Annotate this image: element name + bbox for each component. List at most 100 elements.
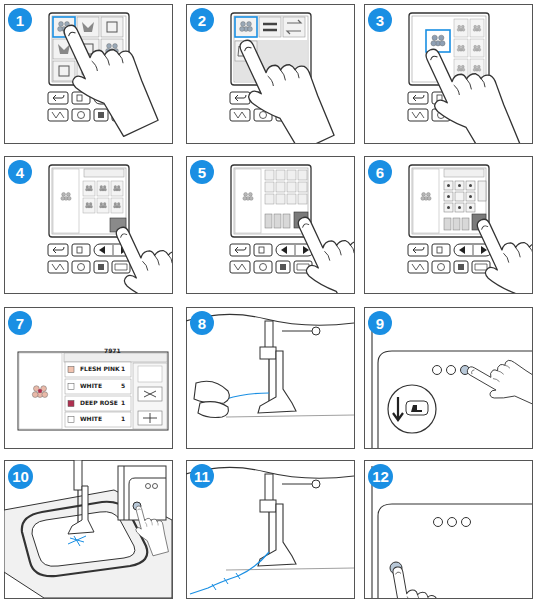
fingernail <box>68 31 76 36</box>
pointing-hand <box>462 344 532 419</box>
tension-key <box>138 411 162 425</box>
needle-plate <box>226 568 354 570</box>
petal <box>118 205 121 208</box>
pattern-thumbnail <box>243 192 253 200</box>
petal <box>474 45 477 48</box>
petal <box>248 27 253 32</box>
preview-area <box>413 169 439 233</box>
petal <box>244 192 248 196</box>
down-arrow <box>393 397 403 420</box>
embroidery-glyph <box>438 264 445 271</box>
fingertip <box>198 402 228 418</box>
stitch-key <box>48 261 68 273</box>
back-arrow <box>235 247 246 253</box>
needle-clamp <box>260 347 276 359</box>
petal <box>67 196 71 200</box>
petal <box>462 28 465 31</box>
file-glyph <box>280 264 286 270</box>
arrow-dot <box>458 184 461 187</box>
panel-art <box>226 13 338 143</box>
petal <box>240 27 245 32</box>
hand-outline <box>412 31 524 143</box>
stitch-glyph <box>52 112 64 118</box>
step-number: 2 <box>198 13 206 28</box>
fingernail <box>395 572 401 575</box>
petal <box>32 392 38 398</box>
fingernail <box>137 508 140 510</box>
knuckle-line <box>145 519 158 528</box>
pointing-hand <box>412 31 524 143</box>
edit-key <box>265 214 272 228</box>
mini-preview <box>138 366 162 382</box>
tension-glyph <box>143 413 157 423</box>
help-key <box>112 261 130 273</box>
petal <box>113 188 116 191</box>
stitch-key <box>408 261 428 273</box>
step-number: 10 <box>12 469 29 484</box>
lcd-inner <box>412 168 486 234</box>
presser-foot <box>68 486 94 534</box>
thread-guide-bar <box>282 484 312 485</box>
stitches <box>68 536 86 546</box>
thread-guide-screw <box>312 327 320 335</box>
needle-plate <box>226 415 354 417</box>
stitch-glyph <box>234 112 246 118</box>
side-key <box>478 181 486 201</box>
lcd-inner <box>412 16 486 82</box>
thread <box>226 393 269 399</box>
pattern-thumbnail <box>32 386 47 398</box>
stitch-key <box>230 261 250 273</box>
petal <box>474 25 477 28</box>
petal <box>421 196 425 200</box>
panel-art <box>4 460 172 598</box>
petal <box>104 188 107 191</box>
file-glyph <box>98 264 104 270</box>
step-badge: 12 <box>368 464 393 489</box>
fingernail <box>481 225 488 230</box>
petal <box>474 65 477 68</box>
back-arrow <box>235 95 246 101</box>
edit-key <box>287 170 296 180</box>
pattern-cell <box>454 39 468 57</box>
embroidery-glyph <box>260 112 267 119</box>
fingernail <box>302 223 309 228</box>
knuckle-line <box>142 250 172 274</box>
thread-list-text: WHITE <box>80 383 102 389</box>
petal <box>85 188 88 191</box>
knuckle-line <box>407 593 430 598</box>
magnifier <box>388 385 436 433</box>
needle <box>268 359 269 401</box>
step-badge: 2 <box>190 8 214 32</box>
petal <box>89 186 92 189</box>
pattern-cell <box>97 181 109 196</box>
thread <box>190 552 269 594</box>
step-number: 4 <box>16 165 24 180</box>
petal <box>458 65 461 68</box>
petal <box>241 22 246 27</box>
lcd-inner <box>52 168 126 234</box>
petal <box>477 45 480 48</box>
back-key <box>48 92 68 104</box>
edit-key <box>298 170 307 180</box>
step-badge: 9 <box>368 311 392 335</box>
edit-key <box>274 214 281 228</box>
petal <box>89 203 92 206</box>
petal <box>90 188 93 191</box>
hand-outline <box>103 210 172 293</box>
petal <box>461 45 464 48</box>
pointing-hand <box>285 200 354 293</box>
thread-swatch <box>68 401 74 407</box>
pattern-cell <box>97 198 109 213</box>
back-key <box>230 244 250 256</box>
stitch-glyph <box>412 112 424 118</box>
edit-key <box>276 182 285 192</box>
pattern-thumbnail <box>473 65 481 71</box>
thread-swatch <box>68 367 74 373</box>
fingernail <box>120 233 127 238</box>
petal <box>66 192 70 196</box>
embroidery-key <box>72 261 90 273</box>
presser-foot <box>258 504 296 566</box>
thread-swatch <box>68 417 74 423</box>
petal <box>431 41 436 46</box>
icon-glyph <box>287 20 301 34</box>
